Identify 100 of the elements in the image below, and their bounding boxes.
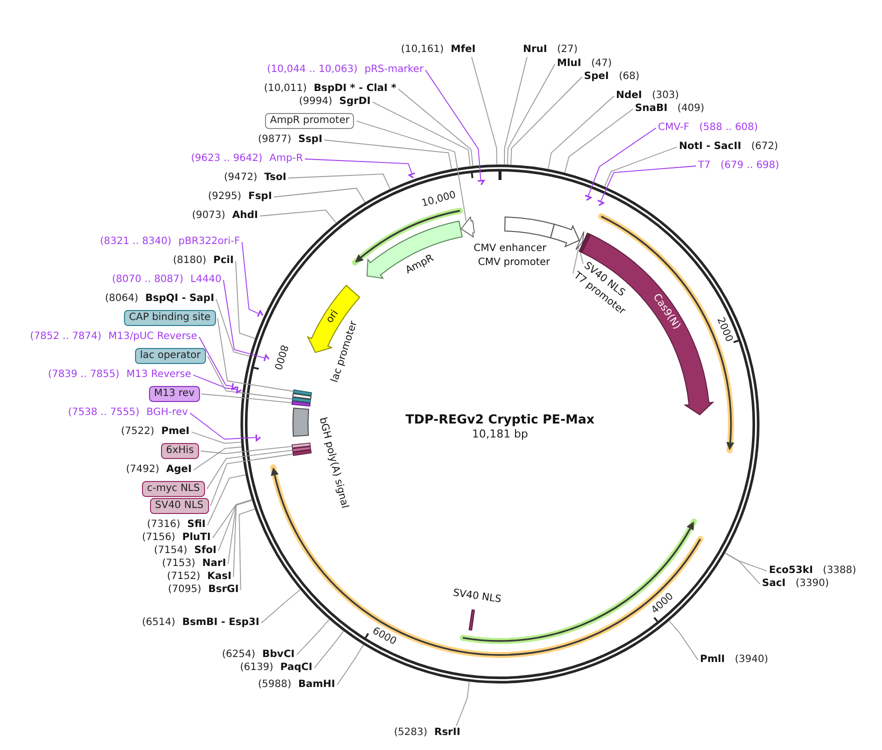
- leader-line: [314, 630, 344, 668]
- leader-line: [724, 552, 768, 572]
- cut-site-label: (9877) SspI: [258, 134, 322, 146]
- cut-site-label: (7152) KasI: [167, 571, 232, 583]
- leader-line: [223, 280, 265, 358]
- cut-site-label: MluI (47): [557, 58, 612, 70]
- leader-line: [510, 76, 582, 166]
- feature-label: CMV enhancer: [474, 243, 546, 255]
- leader-line: [216, 298, 250, 357]
- cut-site-label: (8064) BspQI - SapI: [105, 293, 214, 305]
- leader-line: [324, 140, 452, 170]
- leader-line: [198, 336, 232, 387]
- cut-site-label: NotI - SacII (672): [679, 141, 778, 153]
- leader-line: [572, 246, 580, 274]
- cut-site-label: (10,161) MfeI: [401, 44, 476, 56]
- cut-site-label: NruI (27): [523, 44, 578, 56]
- leader-line: [192, 374, 237, 390]
- cut-site-label: PmlI (3940): [700, 654, 768, 666]
- primer-label: T7 (679 .. 698): [698, 160, 780, 172]
- leader-line: [212, 499, 252, 538]
- leader-line: [580, 252, 584, 264]
- leader-line: [207, 474, 246, 526]
- cut-site-label: (7522) PmeI: [121, 426, 190, 438]
- leader-line: [304, 158, 412, 174]
- plasmid-length: 10,181 bp: [472, 428, 528, 440]
- leader-line: [242, 242, 259, 314]
- leader-line: [207, 356, 292, 400]
- cut-site-label: (6254) BbvCI: [222, 649, 295, 661]
- leader-line: [200, 446, 292, 454]
- leader-line: [218, 500, 252, 552]
- primer-mark-icon: [232, 383, 237, 390]
- leader-line: [233, 500, 252, 578]
- leader-line: [228, 500, 252, 564]
- leader-line: [210, 454, 294, 506]
- plasmid-name: TDP-REGv2 Cryptic PE-Max: [406, 412, 594, 426]
- leader-line: [206, 450, 292, 490]
- leader-line: [235, 260, 256, 339]
- leader-line: [260, 589, 301, 624]
- primer-label: (7839 .. 7855) M13 Reverse: [48, 369, 192, 381]
- leader-line: [604, 146, 678, 187]
- cut-site-label: (5283) RsrII: [394, 727, 460, 739]
- leader-line: [336, 644, 364, 686]
- leader-line: [296, 619, 330, 656]
- leader-line: [193, 446, 242, 470]
- leader-line: [191, 432, 242, 444]
- primer-mark-icon: [257, 310, 264, 317]
- cut-site-label: (6514) BsmBI - Esp3I: [142, 617, 260, 629]
- cut-site-label: (9472) TsoI: [224, 172, 286, 184]
- leader-line: [507, 64, 556, 165]
- leader-line: [548, 96, 614, 170]
- feature-tag: 6xHis: [161, 443, 199, 459]
- feature-label: ori: [324, 308, 341, 326]
- leader-line: [600, 166, 696, 202]
- cut-site-label: (9994) SgrDI: [299, 96, 371, 108]
- cut-site-label: (7154) SfoI: [154, 545, 216, 557]
- primer-label: CMV-F (588 .. 608): [658, 122, 758, 134]
- feature-label: CMV promoter: [478, 257, 550, 269]
- primer-label: (8321 .. 8340) pBR322ori-F: [100, 236, 240, 248]
- feature-tag: M13 rev: [149, 386, 200, 402]
- leader-line: [724, 552, 760, 584]
- leader-line: [564, 108, 634, 174]
- cut-site-label: (7316) SfiI: [147, 519, 206, 531]
- tick-label: 8000: [270, 343, 290, 372]
- cut-site-label: (7095) BsrGI: [168, 584, 239, 596]
- cut-site-label: (5988) BamHI: [258, 679, 336, 691]
- primer-mark-icon: [236, 386, 242, 394]
- leader-line: [260, 210, 336, 224]
- cut-site-label: NdeI (303): [616, 90, 679, 102]
- feature-tag: CAP binding site: [124, 310, 216, 326]
- tick-label: 6000: [370, 626, 398, 649]
- cut-site-label: (7156) PluTI: [142, 532, 211, 544]
- feature-label: SV40 NLS: [452, 588, 502, 606]
- leader-line: [274, 188, 366, 203]
- leader-line: [504, 56, 528, 165]
- leader-line: [425, 70, 482, 180]
- leader-line: [217, 318, 294, 392]
- primer-label: (8070 .. 8087) L4440: [112, 274, 222, 286]
- cut-site-label: (9073) AhdI: [192, 210, 258, 222]
- leader-line: [201, 394, 292, 404]
- cut-site-label: (9295) FspI: [208, 191, 272, 203]
- leader-line: [190, 412, 256, 440]
- cut-site-label: SpeI (68): [584, 71, 640, 83]
- feature-tag: lac operator: [135, 348, 206, 364]
- primer-label: (9623 .. 9642) Amp-R: [191, 153, 303, 165]
- cut-site-label: (7153) NarI: [162, 558, 226, 570]
- cut-site-label: Eco53kI (3388): [769, 565, 856, 577]
- tick-label: 2000: [714, 316, 734, 344]
- cut-site-label: SnaBI (409): [635, 103, 704, 115]
- primer-label: (7852 .. 7874) M13/pUC Reverse: [30, 331, 198, 343]
- leader-line: [588, 128, 656, 196]
- cut-site-label: (8180) PciI: [173, 255, 234, 267]
- leader-line: [356, 120, 467, 222]
- cut-site-label: (7492) AgeI: [126, 464, 192, 476]
- leader-line: [398, 88, 474, 166]
- cut-site-label: (6139) PaqCI: [240, 662, 312, 674]
- feature-tag: c-myc NLS: [142, 481, 205, 497]
- tick-label: 10,000: [420, 190, 458, 211]
- leader-line: [456, 681, 470, 726]
- cut-site-label: (10,011) BspDI * - ClaI *: [264, 83, 396, 95]
- primer-label: (10,044 .. 10,063) pRS-marker: [267, 64, 424, 76]
